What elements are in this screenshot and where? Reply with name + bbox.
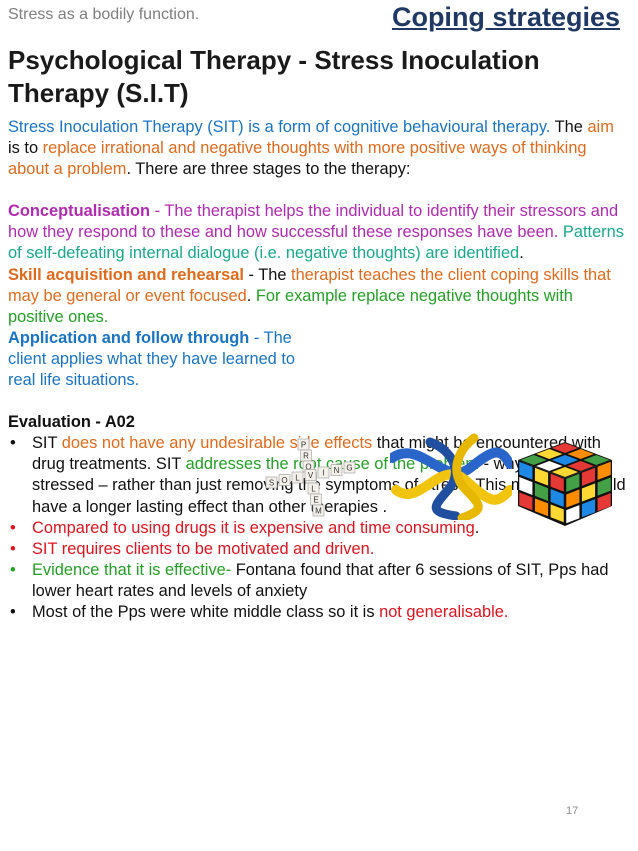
- bullet: •: [10, 602, 16, 621]
- stage-title: Application and follow through: [8, 328, 250, 347]
- solving-tile: [317, 466, 330, 479]
- intro-text: The: [550, 118, 588, 136]
- list-item: • Evidence that it is effective- Fontana…: [8, 560, 628, 602]
- cube-sticker: [520, 454, 547, 466]
- page-title: Psychological Therapy - Stress Inoculati…: [8, 45, 540, 108]
- bullet: •: [10, 518, 16, 537]
- solving-letter: L: [295, 474, 300, 483]
- cube-sticker: [597, 461, 611, 480]
- stage-skill-acquisition: Skill acquisition and rehearsal - The th…: [8, 265, 628, 328]
- problem-letter: O: [305, 463, 311, 472]
- cube-sticker: [550, 473, 564, 492]
- problem-letter: P: [301, 441, 306, 450]
- bullet: •: [10, 539, 16, 558]
- list-item: • Compared to using drugs it is expensiv…: [8, 518, 628, 539]
- list-item: • Most of the Pps were white middle clas…: [8, 602, 628, 623]
- solving-letter: I: [322, 469, 324, 478]
- cube-sticker: [597, 493, 611, 512]
- solving-letter: O: [281, 476, 287, 485]
- evaluation-heading: Evaluation - A02: [8, 413, 135, 432]
- problem-letter: R: [303, 452, 309, 461]
- cube-sticker: [550, 504, 564, 523]
- bullet: •: [10, 434, 16, 453]
- stage-application: Application and follow through - The cli…: [8, 328, 308, 391]
- cube-sticker: [566, 505, 580, 524]
- stage-title: Skill acquisition and rehearsal: [8, 265, 244, 284]
- cube-sticker: [597, 477, 611, 496]
- cube-sticker: [534, 498, 549, 517]
- cube-sticker: [581, 499, 596, 518]
- cube-sticker: [534, 467, 549, 486]
- problem-tile: [312, 504, 325, 517]
- slide-number: 17: [566, 805, 579, 817]
- solving-letter: S: [269, 479, 274, 488]
- evaluation-list: • SIT does not have any undesirable side…: [8, 433, 628, 623]
- eval-text: not generalisable.: [379, 602, 509, 621]
- solving-tile: [304, 469, 317, 481]
- eval-text: SIT requires clients to be motivated and…: [32, 539, 375, 558]
- eval-text: Fontana found that after 6 sessions of S…: [32, 560, 609, 600]
- solving-letter: G: [346, 464, 352, 473]
- stage-text: - The client applies what they have lear…: [8, 328, 296, 390]
- cube-sticker: [550, 489, 564, 507]
- problem-letter: L: [311, 485, 316, 494]
- eval-text: Compared to using drugs it is expensive …: [32, 518, 475, 537]
- solving-tile: [278, 474, 291, 486]
- stage-title: Conceptualisation: [8, 202, 151, 221]
- bullet: •: [10, 560, 16, 579]
- solving-letter: V: [308, 471, 314, 480]
- cube-sticker: [519, 492, 533, 511]
- cube-sticker: [583, 454, 610, 466]
- stage-conceptualisation: Conceptualisation - The therapist helps …: [8, 201, 628, 264]
- stage-text: .: [246, 286, 252, 305]
- cube-sticker: [581, 467, 596, 486]
- solving-tile: [291, 471, 304, 484]
- stage-text: therapist teaches the client coping skil…: [8, 265, 611, 305]
- solving-tile: [343, 461, 356, 474]
- problem-letter: M: [315, 507, 322, 516]
- stage-text: For example replace negative thoughts wi…: [8, 286, 573, 326]
- intro-text: is to: [8, 139, 43, 158]
- problem-letter: E: [313, 496, 318, 505]
- cube-sticker: [566, 489, 580, 508]
- sit-definition: Stress Inoculation Therapy (SIT) is a fo…: [8, 118, 551, 136]
- solving-tile: [330, 464, 343, 476]
- intro-text: . There are three stages to the therapy:: [126, 160, 411, 179]
- eval-text: Evidence that it is effective-: [32, 560, 232, 579]
- solving-tile: [265, 476, 278, 489]
- knot-image: [390, 433, 512, 520]
- slide-body: Stress Inoculation Therapy (SIT) is a fo…: [8, 117, 628, 623]
- list-item: • SIT requires clients to be motivated a…: [8, 539, 628, 560]
- stage-text: Patterns of self-defeating internal dial…: [8, 223, 624, 263]
- cube-sticker: [519, 461, 533, 480]
- rubiks-cube-image: [518, 442, 612, 526]
- cube-sticker: [519, 477, 533, 495]
- cube-sticker: [566, 473, 580, 492]
- stage-text: .: [519, 244, 524, 263]
- eval-text: Most of the Pps were white middle class …: [32, 602, 380, 621]
- section-title: Coping strategies: [391, 2, 620, 32]
- stage-text: - The therapist helps the individual to …: [8, 202, 619, 242]
- stage-text: - The: [243, 265, 292, 284]
- eval-text: .: [474, 518, 480, 537]
- eval-text: SIT: [32, 434, 62, 453]
- aim-keyword: aim: [587, 118, 614, 136]
- intro-paragraph: Stress Inoculation Therapy (SIT) is a fo…: [8, 117, 628, 180]
- slide-subtitle: Stress as a bodily function.: [8, 6, 200, 23]
- eval-text: does not have any undesirable side effec…: [61, 434, 373, 453]
- cube-sticker: [581, 483, 596, 502]
- aim-text: replace irrational and negative thoughts…: [8, 139, 587, 179]
- solving-letter: N: [334, 466, 340, 475]
- cube-sticker: [534, 483, 549, 501]
